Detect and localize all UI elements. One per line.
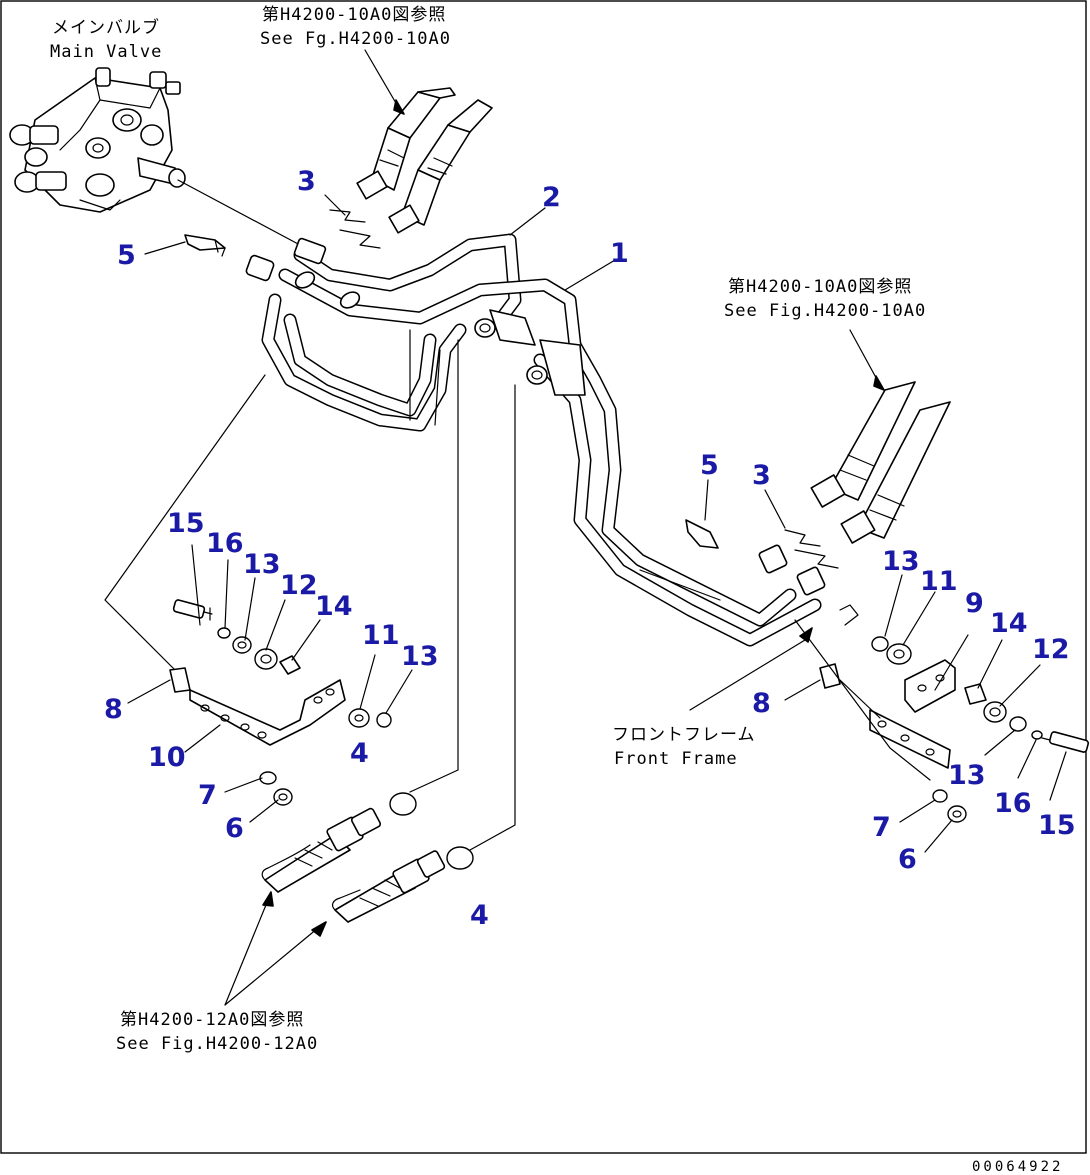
leader-14a	[291, 619, 321, 661]
leader-7b	[899, 799, 936, 823]
callout-2: 2	[542, 182, 561, 213]
ref-right-leader	[849, 329, 881, 386]
callout-5-top: 5	[117, 240, 136, 271]
leader-10	[184, 724, 221, 753]
callout-12-right: 12	[1032, 634, 1070, 665]
leader-7a	[224, 777, 263, 793]
drawing-code: 00064922	[972, 1159, 1063, 1175]
leader-5a	[144, 241, 186, 255]
callout-15-right: 15	[1038, 810, 1076, 841]
callout-14-left: 14	[315, 591, 353, 622]
ref-bottom-arrowhead-a	[262, 891, 274, 907]
leader-13b	[385, 669, 413, 714]
leader-16a	[224, 559, 229, 629]
leader-11b	[902, 591, 936, 646]
callout-7-left: 7	[198, 780, 217, 811]
front-frame-mount-line	[794, 619, 931, 781]
part-5-clamp-top	[184, 234, 226, 257]
bottom-hoses-illustration	[261, 807, 446, 923]
callout-4-left: 4	[350, 738, 369, 769]
front-frame-leader	[689, 639, 806, 711]
main-valve-label-jp: メインバルブ	[52, 17, 160, 38]
callout-6-left: 6	[225, 813, 244, 844]
leader-15a	[191, 544, 201, 626]
callout-11-left: 11	[362, 620, 400, 651]
callout-16-left: 16	[206, 528, 244, 559]
callout-15-left: 15	[167, 508, 205, 539]
ref-right-arrowhead	[873, 375, 885, 391]
ref-top-label-jp: 第H4200-10A0図参照	[262, 5, 446, 25]
leader-16b	[1017, 739, 1037, 779]
callout-12-left: 12	[280, 570, 318, 601]
callout-3-right: 3	[752, 460, 771, 491]
part-3-clip-top	[329, 209, 381, 249]
leader-11a	[359, 654, 376, 710]
leader-13d	[984, 729, 1016, 756]
callout-8-right: 8	[752, 688, 771, 719]
callout-13-right-a: 13	[882, 546, 920, 577]
callout-13-left-a: 13	[243, 549, 281, 580]
leader-3b	[764, 489, 786, 529]
leader-9	[934, 634, 969, 691]
callout-1: 1	[610, 238, 629, 269]
callout-11-right: 11	[920, 566, 958, 597]
leader-1	[564, 259, 616, 291]
leader-6b	[924, 819, 953, 853]
right-fittings	[758, 529, 859, 626]
main-valve-label-en: Main Valve	[50, 42, 162, 62]
right-hoses-illustration	[810, 381, 951, 544]
leader-12a	[265, 599, 286, 651]
pipe-assembly-upper	[245, 233, 822, 647]
ref-bottom-arrowhead-b	[311, 921, 327, 937]
ref-top-label-en: See Fg.H4200-10A0	[260, 29, 451, 49]
leader-8a	[127, 679, 171, 704]
left-bracket-assembly	[104, 374, 474, 870]
leader-6a	[249, 799, 279, 823]
top-hoses-illustration	[356, 87, 493, 234]
front-frame-label-jp: フロントフレーム	[612, 725, 756, 745]
leader-14b	[977, 639, 1003, 689]
main-valve-illustration	[9, 67, 186, 213]
callout-7-right: 7	[872, 812, 891, 843]
ref-right-label-jp: 第H4200-10A0図参照	[728, 277, 912, 297]
leader-3a	[324, 194, 346, 216]
callout-9: 9	[965, 588, 984, 619]
right-bracket-assembly	[819, 636, 1090, 823]
leader-13a	[244, 577, 256, 641]
leader-4b-line	[469, 384, 516, 851]
ref-top-leader	[364, 49, 401, 111]
leader-4a-line	[409, 339, 459, 793]
drawing-frame	[0, 0, 1087, 1154]
leader-2	[509, 207, 546, 236]
leader-5b	[704, 479, 709, 521]
callout-13-right-b: 13	[948, 760, 986, 791]
ref-bottom-label-jp: 第H4200-12A0図参照	[120, 1010, 304, 1030]
callout-16-right: 16	[994, 788, 1032, 819]
callout-3-top: 3	[297, 166, 316, 197]
front-frame-label-en: Front Frame	[614, 749, 738, 769]
callout-13-left-b: 13	[401, 641, 439, 672]
leader-12b	[999, 664, 1041, 707]
callout-8-left: 8	[104, 694, 123, 725]
ref-bottom-label-en: See Fig.H4200-12A0	[116, 1034, 318, 1054]
ref-top-arrowhead	[393, 99, 405, 115]
ref-bottom-leaders	[224, 899, 319, 1006]
leader-8b	[784, 679, 821, 701]
callout-10: 10	[148, 742, 186, 773]
callout-5-right: 5	[700, 450, 719, 481]
callout-4-bottom: 4	[470, 900, 489, 931]
leader-15b	[1049, 751, 1067, 801]
valve-leader-line	[177, 179, 301, 246]
part-5-clamp-right	[685, 519, 719, 549]
callout-14-right: 14	[990, 608, 1028, 639]
leader-13c	[884, 574, 903, 637]
ref-right-label-en: See Fig.H4200-10A0	[724, 301, 926, 321]
callout-6-right: 6	[898, 844, 917, 875]
